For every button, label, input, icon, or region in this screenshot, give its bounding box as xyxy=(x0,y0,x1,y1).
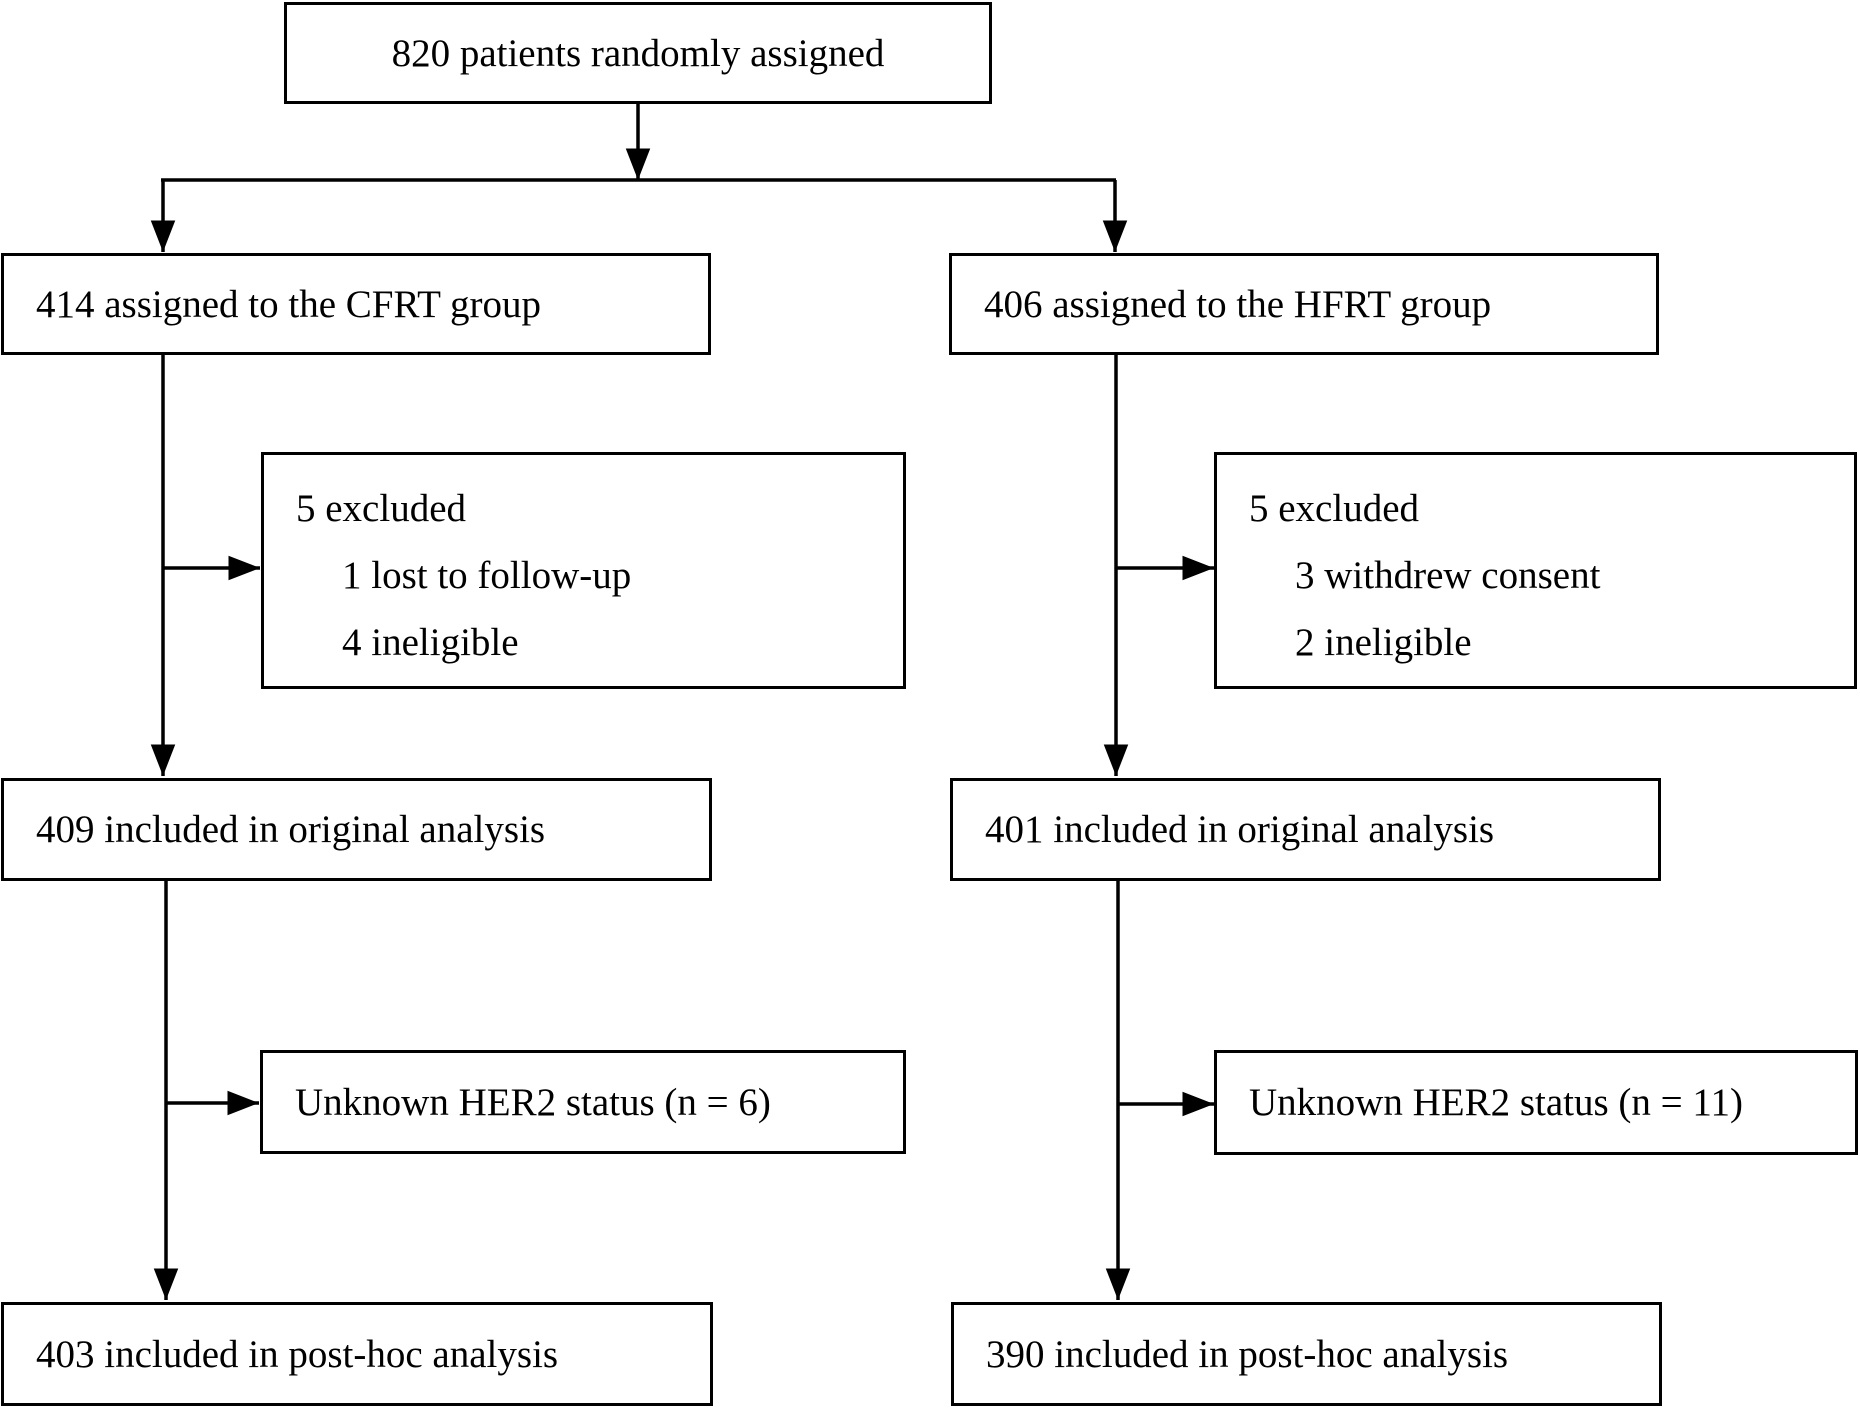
cfrt-original-analysis-label: 409 included in original analysis xyxy=(36,808,546,851)
hfrt-unknown-her2-box: Unknown HER2 status (n = 11) xyxy=(1214,1050,1858,1155)
cfrt-unknown-her2-label: Unknown HER2 status (n = 6) xyxy=(295,1080,771,1124)
cfrt-original-analysis-box: 409 included in original analysis xyxy=(1,778,712,881)
hfrt-excluded-box: 5 excluded 3 withdrew consent 2 ineligib… xyxy=(1214,452,1857,689)
hfrt-unknown-her2-label: Unknown HER2 status (n = 11) xyxy=(1249,1081,1743,1124)
cfrt-unknown-her2-box: Unknown HER2 status (n = 6) xyxy=(260,1050,906,1154)
cfrt-excluded-title: 5 excluded xyxy=(296,487,467,530)
hfrt-original-analysis-label: 401 included in original analysis xyxy=(985,808,1495,851)
hfrt-excluded-title: 5 excluded xyxy=(1249,487,1420,530)
hfrt-original-analysis-box: 401 included in original analysis xyxy=(950,778,1661,881)
cfrt-assigned-box: 414 assigned to the CFRT group xyxy=(1,253,711,355)
cfrt-posthoc-analysis-box: 403 included in post-hoc analysis xyxy=(1,1302,713,1406)
hfrt-assigned-label: 406 assigned to the HFRT group xyxy=(984,282,1492,326)
hfrt-assigned-box: 406 assigned to the HFRT group xyxy=(949,253,1659,355)
cfrt-assigned-label: 414 assigned to the CFRT group xyxy=(36,282,542,326)
hfrt-posthoc-analysis-label: 390 included in post-hoc analysis xyxy=(986,1332,1509,1376)
randomized-box: 820 patients randomly assigned xyxy=(284,2,992,104)
cfrt-posthoc-analysis-label: 403 included in post-hoc analysis xyxy=(36,1332,559,1376)
hfrt-excluded-reason: 2 ineligible xyxy=(1295,621,1472,664)
hfrt-posthoc-analysis-box: 390 included in post-hoc analysis xyxy=(951,1302,1662,1406)
hfrt-excluded-reason: 3 withdrew consent xyxy=(1295,554,1601,597)
cfrt-excluded-reason: 4 ineligible xyxy=(342,621,519,664)
randomized-label: 820 patients randomly assigned xyxy=(391,31,885,75)
cfrt-excluded-reason: 1 lost to follow-up xyxy=(342,554,632,597)
cfrt-excluded-box: 5 excluded 1 lost to follow-up 4 ineligi… xyxy=(261,452,906,689)
